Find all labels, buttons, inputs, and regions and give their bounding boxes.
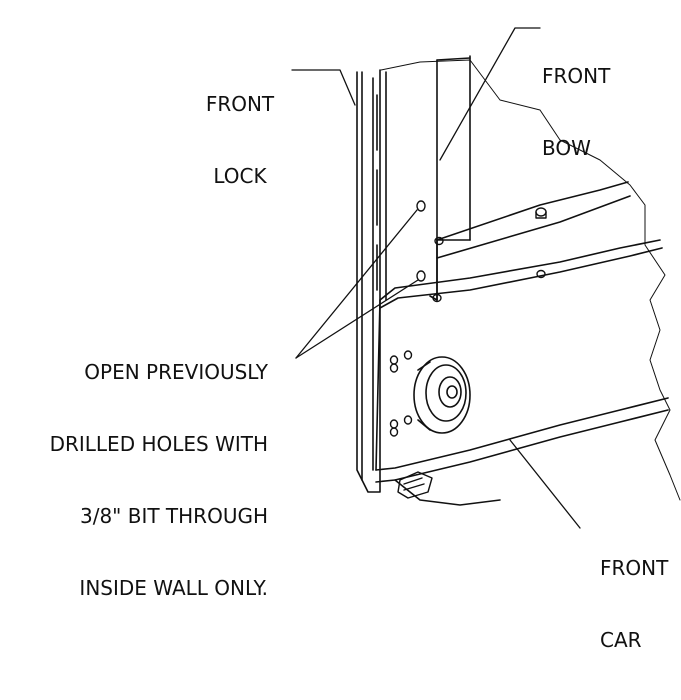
front-bow-label: FRONT BOW: [542, 16, 632, 208]
front-bow-line-1: FRONT: [542, 64, 611, 88]
front-car-label: FRONT CAR: [600, 508, 680, 700]
front-car-line-2: CAR: [600, 628, 642, 652]
holes-note-line-1: OPEN PREVIOUSLY: [84, 360, 268, 384]
diagram-canvas: FRONT LOCK FRONT BOW OPEN PREVIOUSLY DRI…: [50, 16, 681, 652]
front-car-body: [375, 397, 669, 506]
holes-note-line-2: DRILLED HOLES WITH: [49, 432, 268, 456]
holes-leader-upper: [295, 209, 418, 359]
upper-panel: [429, 55, 631, 301]
front-lock-leader: [291, 69, 356, 106]
front-lock-line-2: LOCK: [213, 164, 267, 188]
holes-note-label: OPEN PREVIOUSLY DRILLED HOLES WITH 3/8" …: [0, 312, 268, 648]
front-bow-leader: [439, 27, 541, 161]
holes-note-line-3: 3/8" BIT THROUGH: [79, 504, 268, 528]
drilled-holes: [389, 200, 547, 437]
front-lock-part: [356, 69, 381, 493]
holes-leader-lower: [295, 279, 419, 359]
front-bow-part: [385, 57, 471, 301]
break-lines: [380, 59, 681, 501]
front-lock-label: FRONT LOCK: [196, 44, 284, 236]
front-car-line-1: FRONT: [600, 556, 669, 580]
holes-note-line-4: INSIDE WALL ONLY.: [79, 576, 268, 600]
leader-lines: [291, 27, 581, 529]
car-top-seam: [379, 239, 663, 309]
roller-wheel: [413, 356, 471, 434]
assembly-drawing: [291, 27, 681, 529]
front-car-leader: [509, 439, 581, 529]
front-bow-line-2: BOW: [542, 136, 591, 160]
front-lock-line-1: FRONT: [205, 92, 275, 116]
bottom-clip: [397, 471, 433, 499]
